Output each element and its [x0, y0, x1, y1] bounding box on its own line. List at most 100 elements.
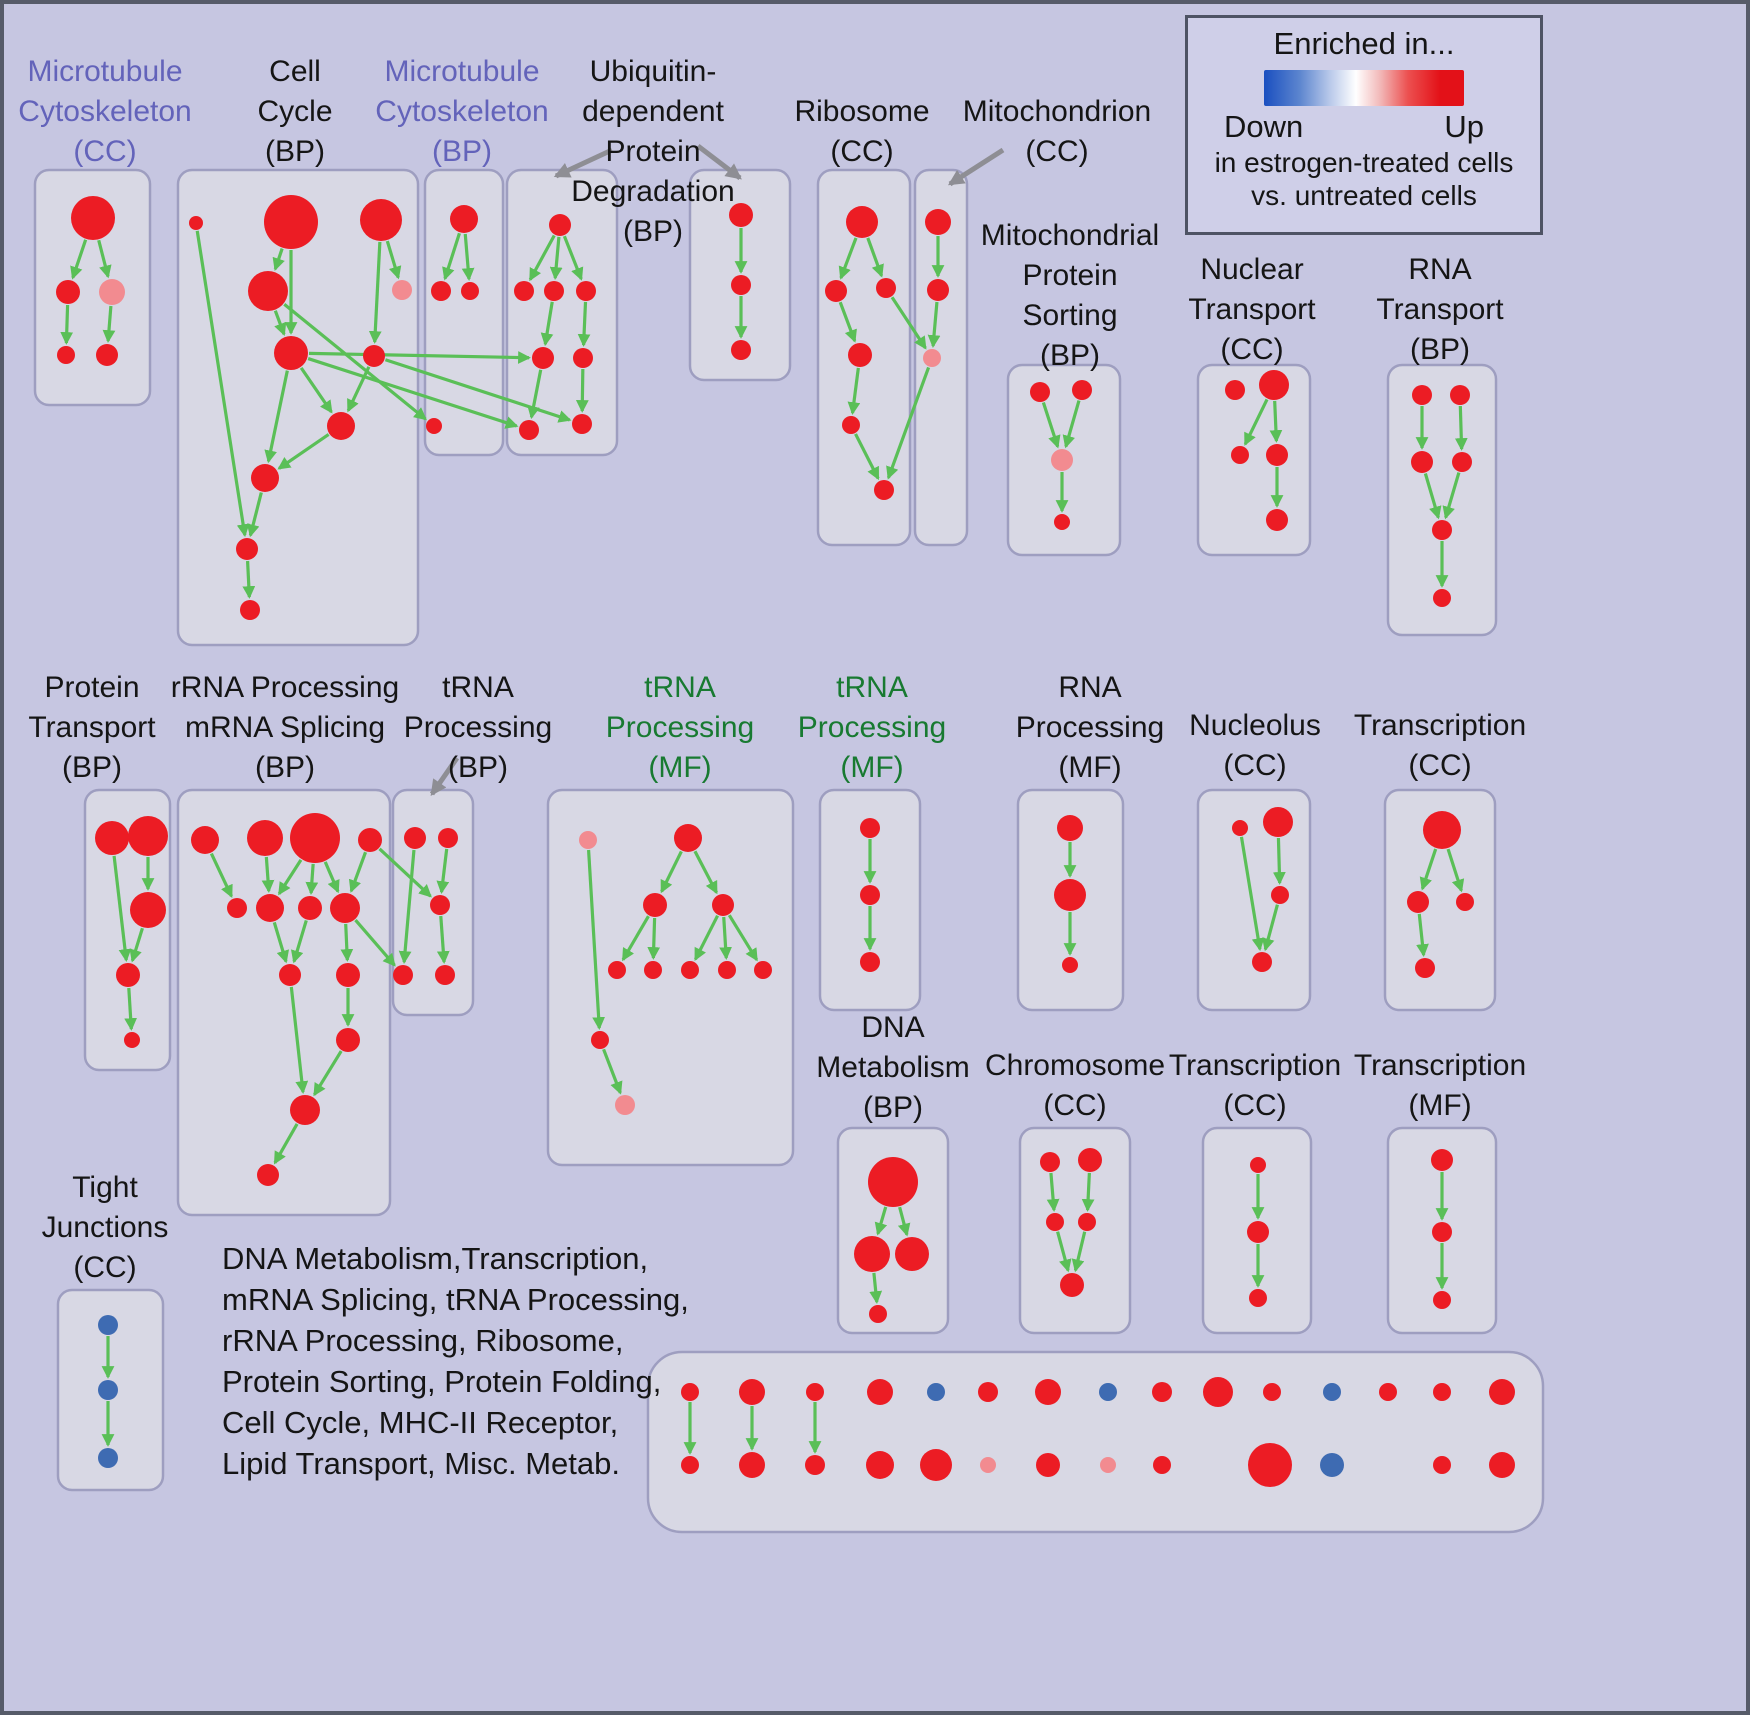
go-term-node — [430, 895, 450, 915]
go-term-node — [681, 961, 699, 979]
go-term-node — [806, 1383, 824, 1401]
go-edge-arrow — [1262, 904, 1279, 952]
go-term-node — [860, 885, 880, 905]
go-term-node — [1072, 380, 1092, 400]
go-term-node — [1266, 444, 1288, 466]
cluster-box-rna-transport-bp — [1386, 363, 1498, 637]
go-edge-arrow — [1041, 401, 1061, 449]
go-edge-arrow — [195, 230, 250, 538]
legend-down-label: Down — [1224, 109, 1304, 144]
go-term-node — [435, 965, 455, 985]
go-edge-arrow — [277, 859, 303, 896]
go-edge-arrow — [1243, 398, 1269, 446]
go-edge-arrow — [313, 1050, 343, 1097]
go-term-node — [874, 480, 894, 500]
go-term-node — [426, 418, 442, 434]
go-term-node — [615, 1095, 635, 1115]
cluster-box-nucleolus-cc — [1196, 788, 1312, 1012]
go-edge-arrow — [838, 301, 857, 343]
go-edge-arrow — [549, 236, 563, 280]
go-term-node — [1036, 1453, 1060, 1477]
go-term-node — [1489, 1452, 1515, 1478]
edges-layer — [60, 144, 1468, 1455]
go-term-node — [98, 1380, 118, 1400]
go-term-node — [1250, 1157, 1266, 1173]
go-term-node — [608, 961, 626, 979]
go-term-node — [363, 345, 385, 367]
go-edge-arrow — [693, 850, 718, 895]
go-term-node — [927, 1383, 945, 1401]
go-term-node — [1100, 1457, 1116, 1473]
go-term-node — [1153, 1456, 1171, 1474]
go-term-node — [130, 892, 166, 928]
go-edge-arrow — [283, 303, 427, 421]
go-term-node — [868, 1157, 918, 1207]
cluster-box-microtubule-cytoskeleton-cc — [33, 168, 152, 407]
go-edge-arrow — [927, 301, 941, 348]
go-edge-arrow — [368, 241, 382, 344]
go-term-node — [404, 827, 426, 849]
legend-gradient-bar — [1264, 70, 1464, 106]
go-term-node — [1489, 1379, 1515, 1405]
go-edge-arrow — [461, 233, 475, 281]
go-term-node — [240, 600, 260, 620]
go-term-node — [1407, 891, 1429, 913]
go-term-node — [867, 1379, 893, 1405]
go-term-node — [923, 349, 941, 367]
go-edge-arrow — [1454, 405, 1468, 451]
go-edge-arrow — [129, 927, 144, 963]
go-term-node — [573, 348, 593, 368]
go-term-node — [98, 1448, 118, 1468]
go-term-node — [842, 416, 860, 434]
go-term-node — [1231, 446, 1249, 464]
go-edge-arrow — [1239, 836, 1265, 952]
go-edge-arrow — [385, 240, 402, 280]
legend-up-label: Up — [1444, 109, 1484, 144]
go-edge-arrow — [886, 366, 931, 480]
label-pointer-arrow — [947, 147, 1005, 187]
go-term-node — [236, 538, 258, 560]
go-edge-arrow — [273, 1123, 299, 1165]
go-term-node — [1054, 514, 1070, 530]
go-edge-arrow — [246, 492, 263, 538]
go-edge-arrow — [261, 856, 275, 893]
go-term-node — [754, 961, 772, 979]
cluster-box-nuclear-transport-cc — [1196, 363, 1312, 557]
go-term-node — [925, 209, 951, 235]
nodes-layer — [56, 195, 1515, 1487]
go-term-node — [1323, 1383, 1341, 1401]
go-term-node — [1078, 1148, 1102, 1172]
cluster-box-dna-metabolism-bp — [836, 1126, 950, 1335]
cluster-box-mixed-functions — [646, 1350, 1545, 1534]
go-term-node — [116, 963, 140, 987]
go-term-node — [290, 813, 340, 863]
go-edge-arrow — [577, 301, 591, 347]
legend-downup-row: Down Up — [1188, 108, 1540, 146]
go-term-node — [731, 275, 751, 295]
go-edge-arrow — [1056, 1231, 1072, 1273]
go-term-node — [124, 1032, 140, 1048]
go-term-node — [1379, 1383, 1397, 1401]
go-term-node — [247, 820, 283, 856]
go-term-node — [1099, 1383, 1117, 1401]
go-edge-arrow — [272, 248, 285, 272]
go-term-node — [860, 818, 880, 838]
go-edge-arrow — [587, 849, 606, 1030]
go-edge-arrow — [273, 310, 287, 337]
go-edge-arrow — [1446, 848, 1465, 893]
go-term-node — [866, 1451, 894, 1479]
go-term-node — [1152, 1382, 1172, 1402]
go-edge-arrow — [112, 855, 132, 963]
go-edge-arrow — [1442, 472, 1461, 520]
go-term-node — [256, 894, 284, 922]
label-pointer-arrow — [429, 756, 460, 796]
go-edge-arrow — [264, 370, 289, 464]
go-term-node — [739, 1452, 765, 1478]
go-edge-arrow — [60, 304, 74, 345]
go-term-node — [431, 281, 451, 301]
go-term-node — [227, 898, 247, 918]
cluster-box-ubiquitin-degradation-left — [505, 168, 619, 457]
go-term-node — [393, 965, 413, 985]
go-edge-arrow — [719, 916, 732, 960]
